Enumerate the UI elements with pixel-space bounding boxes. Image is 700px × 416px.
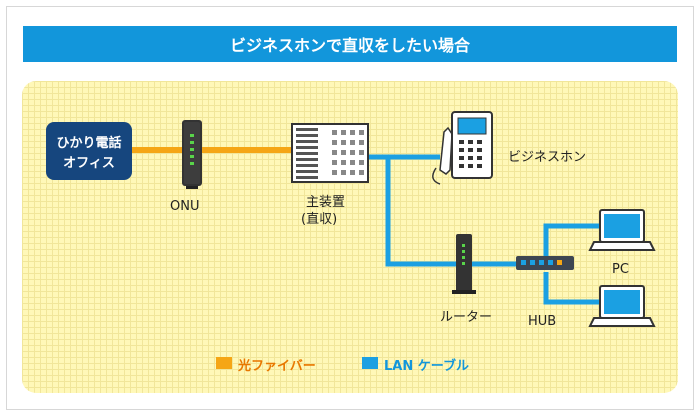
legend-lan-label: LAN ケーブル bbox=[384, 359, 469, 374]
pc-laptop-icon-2 bbox=[588, 285, 656, 327]
hub-label: HUB bbox=[528, 314, 557, 329]
onu-device bbox=[182, 120, 202, 189]
pc-label: PC bbox=[612, 262, 629, 277]
business-phone-label: ビジネスホン bbox=[508, 150, 587, 165]
onu-label: ONU bbox=[170, 199, 200, 214]
diagram-title: ビジネスホンで直収をしたい場合 bbox=[23, 26, 677, 62]
router-device bbox=[452, 234, 476, 294]
lan-cable-router bbox=[368, 154, 458, 267]
office-label-line1: ひかり電話 bbox=[56, 136, 122, 151]
lan-cable-pc1 bbox=[543, 223, 600, 262]
business-phone-icon bbox=[432, 111, 493, 185]
main-unit-device bbox=[291, 123, 369, 183]
pc-laptop-icon-1 bbox=[588, 209, 656, 251]
main-unit-label-line2: (直収) bbox=[301, 212, 338, 227]
legend-lan-swatch bbox=[362, 357, 378, 369]
legend-fiber-label: 光ファイバー bbox=[238, 359, 316, 374]
office-label-line2: オフィス bbox=[63, 156, 115, 171]
main-unit-label-line1: 主装置 bbox=[306, 195, 346, 210]
office-box bbox=[46, 122, 132, 180]
router-label: ルーター bbox=[440, 310, 493, 325]
lan-cable-pc2 bbox=[543, 272, 600, 305]
hub-device bbox=[516, 256, 574, 270]
legend-fiber-swatch bbox=[216, 357, 232, 369]
fiber-cable bbox=[130, 147, 294, 153]
